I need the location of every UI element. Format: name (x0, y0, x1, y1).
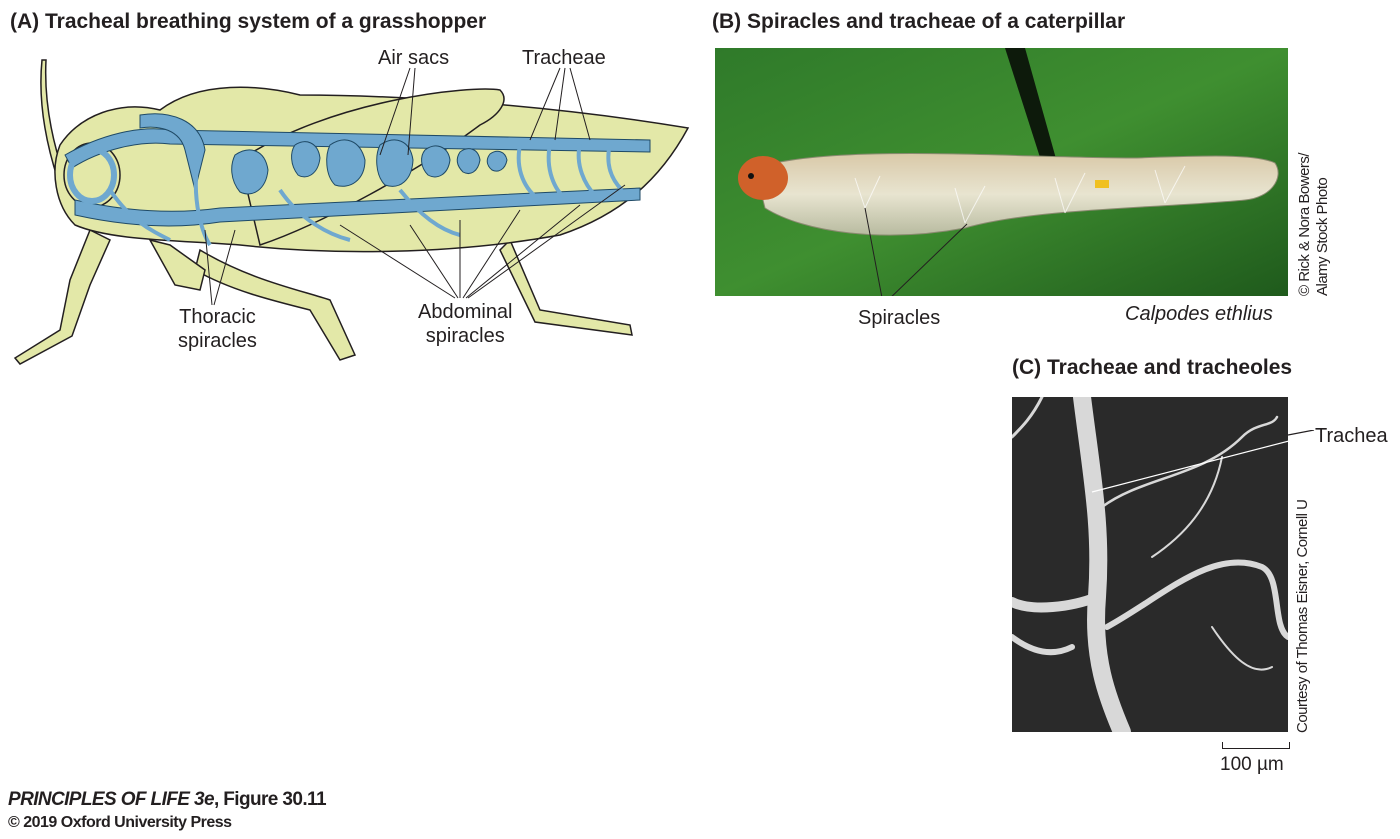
panel-b-title: (B) Spiracles and tracheae of a caterpil… (712, 10, 1126, 33)
label-spiracles: Spiracles (858, 307, 941, 329)
label-thoracic-line1: Thoracic (179, 306, 256, 328)
species-name: Calpodes ethlius (1125, 303, 1273, 325)
caterpillar-photo (715, 48, 1288, 296)
footer-citation: PRINCIPLES OF LIFE 3e, Figure 30.11 (8, 789, 327, 811)
scale-bar-label: 100 µm (1220, 754, 1284, 775)
leader-lines (204, 67, 626, 306)
label-air-sacs: Air sacs (378, 47, 450, 69)
footer-figure-number: , Figure 30.11 (213, 789, 327, 810)
trachea-leader-line (1288, 430, 1315, 436)
panel-b-credit-line2: Alamy Stock Photo (1314, 177, 1331, 296)
tracheal-network (64, 113, 651, 247)
scale-bar (1222, 742, 1290, 749)
label-thoracic-spiracles: Thoracic spiracles (178, 305, 257, 353)
tracheae-micrograph (1012, 397, 1288, 732)
panel-c-title: (C) Tracheae and tracheoles (1012, 356, 1293, 379)
grasshopper-diagram (13, 59, 690, 365)
panel-a-title: (A) Tracheal breathing system of a grass… (10, 10, 487, 33)
label-thoracic-line2: spiracles (178, 330, 257, 352)
footer-copyright: © 2019 Oxford University Press (8, 814, 232, 831)
label-abdominal-spiracles: Abdominal spiracles (418, 300, 513, 348)
panel-c-credit: Courtesy of Thomas Eisner, Cornell U (1294, 499, 1311, 734)
label-tracheae: Tracheae (522, 47, 606, 69)
footer-book-title: PRINCIPLES OF LIFE 3e (8, 789, 215, 810)
label-abdominal-line2: spiracles (425, 325, 505, 347)
label-abdominal-line1: Abdominal (418, 301, 513, 323)
label-trachea: Trachea (1315, 425, 1388, 447)
panel-b-credit: © Rick & Nora Bowers/ Alamy Stock Photo (1296, 153, 1332, 296)
panel-b-credit-line1: © Rick & Nora Bowers/ (1296, 152, 1313, 296)
